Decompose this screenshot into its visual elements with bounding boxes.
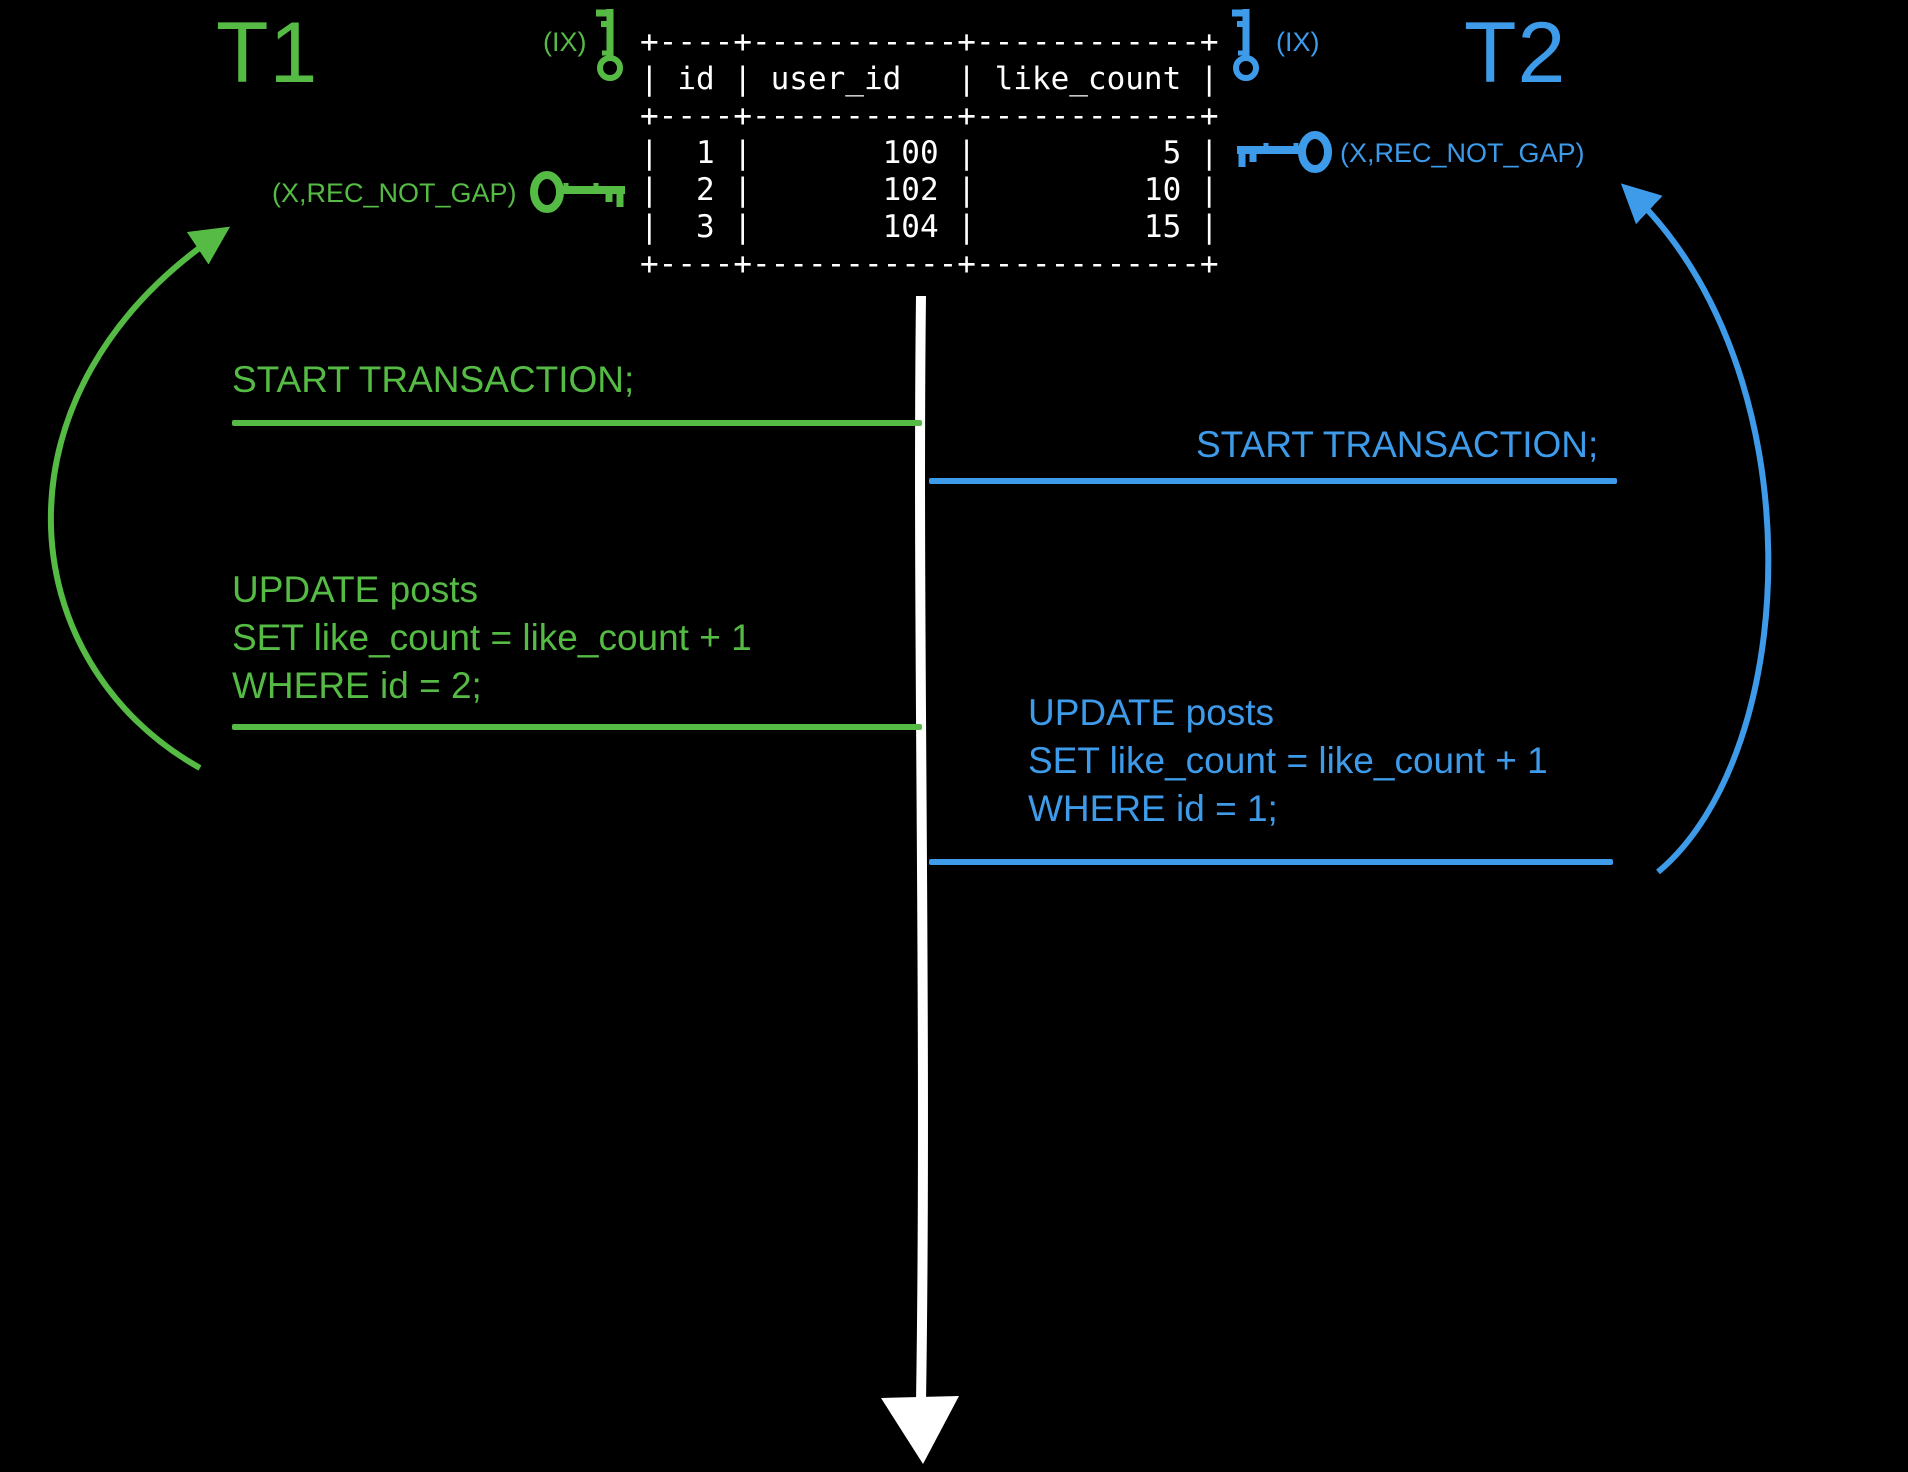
posts-table: +----+-----------+------------+ | id | u… [640, 24, 1219, 282]
t2-intent-key-icon [1232, 9, 1259, 81]
t2-loopback-arrow [1620, 183, 1772, 875]
t2-record-key-icon [1237, 131, 1332, 173]
t1-loopback-arrow [47, 226, 231, 771]
t1-intent-lock-label: (IX) [543, 27, 587, 57]
t1-start-transaction-statement: START TRANSACTION; [232, 359, 635, 400]
t1-title: T1 [216, 5, 319, 101]
t2-record-lock-label: (X,REC_NOT_GAP) [1340, 138, 1585, 168]
timeline-arrowhead-icon [881, 1396, 959, 1464]
t1-start-rule [232, 420, 922, 426]
t2-start-transaction-statement: START TRANSACTION; [1196, 424, 1599, 465]
t1-record-lock-label: (X,REC_NOT_GAP) [272, 178, 517, 208]
t1-update-rule [232, 724, 922, 730]
t2-update-statement: UPDATE posts SET like_count = like_count… [1028, 692, 1548, 829]
t2-title: T2 [1464, 5, 1567, 101]
timeline-line [915, 295, 928, 1403]
t2-update-rule [929, 859, 1613, 865]
t1-update-statement: UPDATE posts SET like_count = like_count… [232, 569, 752, 706]
t2-intent-lock-label: (IX) [1276, 27, 1320, 57]
t2-start-rule [929, 478, 1617, 484]
t1-record-key-icon [530, 171, 625, 213]
t1-intent-key-icon [596, 9, 623, 81]
